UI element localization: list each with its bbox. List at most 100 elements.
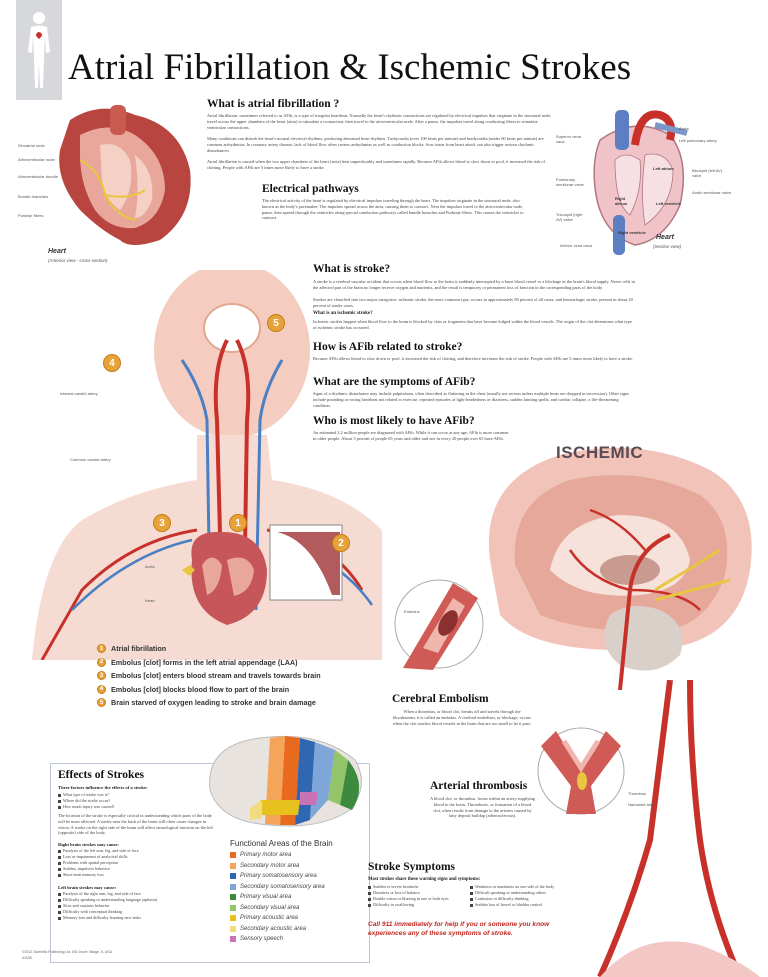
thrombus-label: Thrombus <box>628 791 647 796</box>
swatch-primary-visual <box>230 894 236 901</box>
heart-right-subcaption: (Section view) <box>653 244 682 249</box>
list-item: Sudden loss of bowel or bladder control <box>470 902 600 908</box>
heart-label-sinoatrial: Sinoatrial node <box>18 143 45 148</box>
arterial-heading: Arterial thrombosis <box>430 780 528 792</box>
marker-2: 2 <box>332 534 350 552</box>
product-code: #1935 <box>22 956 32 960</box>
effects-factors-list: What type of stroke was it? Where did th… <box>58 792 114 810</box>
header-figure-strip <box>16 0 62 100</box>
swatch-secondary-acoustic <box>230 925 236 932</box>
effects-subheading-factors: Three factors influence the effects of a… <box>58 785 148 790</box>
ischemic-label: ISCHEMIC <box>556 443 644 462</box>
list-item: Problems with spatial perception <box>58 860 139 866</box>
label-aorta: Aorta <box>145 564 155 569</box>
chamber-left-atrium: Left atrium <box>653 166 674 171</box>
functional-item: Secondary visual area <box>230 903 325 914</box>
functional-brain-illustration <box>209 735 362 827</box>
list-item: Short-term memory loss <box>58 872 139 878</box>
label-heart: Heart <box>145 598 155 603</box>
likely-heading: Who is most likely to have AFib? <box>313 415 475 427</box>
list-item: Slow and cautious behavior <box>58 903 157 909</box>
heart-label-left-pulmonary: Left pulmonary artery <box>679 138 717 143</box>
stroke-symptoms-subheading: Most strokes share these warning signs a… <box>368 877 481 882</box>
stroke-symptoms-list-2: Weakness or numbness on one side of the … <box>470 884 600 908</box>
functional-item: Secondary motor area <box>230 861 325 872</box>
afib-paragraph-1: Atrial fibrillation, sometimes referred … <box>207 113 552 130</box>
stroke-paragraph-1: A stroke is a cerebral vascular accident… <box>313 279 635 290</box>
list-item: Sudden, impulsive behavior <box>58 866 139 872</box>
marker-1: 1 <box>229 514 247 532</box>
afib-heading: What is atrial fibrillation ? <box>207 98 340 110</box>
stroke-symptoms-heading: Stroke Symptoms <box>368 861 456 873</box>
related-heading: How is AFib related to stroke? <box>313 341 463 353</box>
functional-item: Primary motor area <box>230 850 325 861</box>
list-item: Memory loss and difficulty learning new … <box>58 915 157 921</box>
swatch-primary-acoustic <box>230 915 236 922</box>
body-circulation-illustration <box>32 270 382 660</box>
functional-item: Sensory speech <box>230 934 325 945</box>
heart-label-pulmonary-valve: Pulmonary semilunar valve <box>556 177 584 187</box>
functional-item: Primary visual area <box>230 892 325 903</box>
heart-label-tricuspid: Tricuspid (right AV) valve <box>556 212 583 222</box>
functional-heading: Functional Areas of the Brain <box>230 839 333 848</box>
effects-heading: Effects of Strokes <box>58 769 145 781</box>
neck-arteries-illustration <box>597 680 760 977</box>
afib-paragraph-3: Atrial fibrillation is caused when the t… <box>207 159 546 170</box>
heart-label-aortic-valve: Aortic semilunar valve <box>692 190 732 195</box>
effects-subheading-left: Left brain strokes may cause: <box>58 885 117 890</box>
list-item: Where did the stroke occur? <box>58 798 114 804</box>
list-item: Double vision or blurring in one or both… <box>368 896 488 902</box>
stroke-paragraph-2: Strokes are classified into two major ca… <box>313 297 633 308</box>
stroke-heading: What is stroke? <box>313 263 391 275</box>
page-title: Atrial Fibrillation & Ischemic Strokes <box>68 47 632 88</box>
list-item: Paralysis of the right arm, leg, and sid… <box>58 891 157 897</box>
right-brain-effects-list: Paralysis of the left arm, leg, and side… <box>58 848 139 878</box>
heart-label-av-bundle: Atrioventricular bundle <box>18 174 58 179</box>
swatch-primary-motor <box>230 852 236 859</box>
heart-anterior-illustration <box>59 105 191 245</box>
heart-label-bundle-branches: Bundle branches <box>18 194 49 199</box>
symptoms-afib-paragraph: Signs of a rhythmic disturbance may incl… <box>313 391 630 408</box>
list-item: Difficulty with conceptual thinking <box>58 909 157 915</box>
functional-item: Primary acoustic area <box>230 913 325 924</box>
swatch-sensory-speech <box>230 936 236 943</box>
copyright: ©2012 Scientific Publishing Ltd. Elk Gro… <box>22 950 112 954</box>
swatch-primary-somatosensory <box>230 873 236 880</box>
list-item: Loss or impairment of analytical skills <box>58 854 139 860</box>
call-911-notice: Call 911 immediately for help if you or … <box>368 921 550 937</box>
list-item: Difficulty in swallowing <box>368 902 488 908</box>
list-item: Difficulty speaking or understanding lan… <box>58 897 157 903</box>
heart-right-caption: Heart <box>656 234 674 241</box>
embolus-label: Embolus <box>404 609 420 614</box>
label-internal-carotid: Internal carotid artery <box>60 391 98 396</box>
heart-section-illustration <box>593 110 688 255</box>
swatch-secondary-motor <box>230 862 236 869</box>
heart-label-purkinje: Purkinje fibers <box>18 213 44 218</box>
heart-label-svc: Superior vena cava <box>556 134 581 144</box>
list-item: Difficult speaking or understanding othe… <box>470 890 600 896</box>
marker-4: 4 <box>103 354 121 372</box>
related-paragraph: Because AFib allows blood to slow down o… <box>313 356 634 361</box>
list-item: Sudden or severe headache <box>368 884 488 890</box>
effects-paragraph: The location of the stroke is especially… <box>58 813 213 836</box>
stroke-paragraph-3: Ischemic strokes happen when blood flow … <box>313 319 632 330</box>
heart-left-caption: Heart <box>48 248 66 255</box>
symptoms-afib-heading: What are the symptoms of AFib? <box>313 376 476 388</box>
marker-5: 5 <box>267 314 285 332</box>
list-item: Paralysis of the left arm, leg, and side… <box>58 848 139 854</box>
heart-label-ivc: Inferior vena cava <box>560 243 592 248</box>
electrical-paragraph: The electrical activity of the heart is … <box>262 198 524 221</box>
narrowed-artery-label: Narrowed artery <box>628 802 657 807</box>
stroke-symptoms-list-1: Sudden or severe headache Dizziness or l… <box>368 884 488 908</box>
swatch-secondary-somatosensory <box>230 883 236 890</box>
heart-label-aorta: Aorta <box>679 126 689 131</box>
chamber-right-atrium: Right atrium <box>615 196 628 206</box>
electrical-heading: Electrical pathways <box>262 183 359 195</box>
marker-3: 3 <box>153 514 171 532</box>
chamber-right-ventricle: Right ventricle <box>618 230 646 235</box>
heart-left-subcaption: (Anterior view - cross-section) <box>48 258 108 263</box>
